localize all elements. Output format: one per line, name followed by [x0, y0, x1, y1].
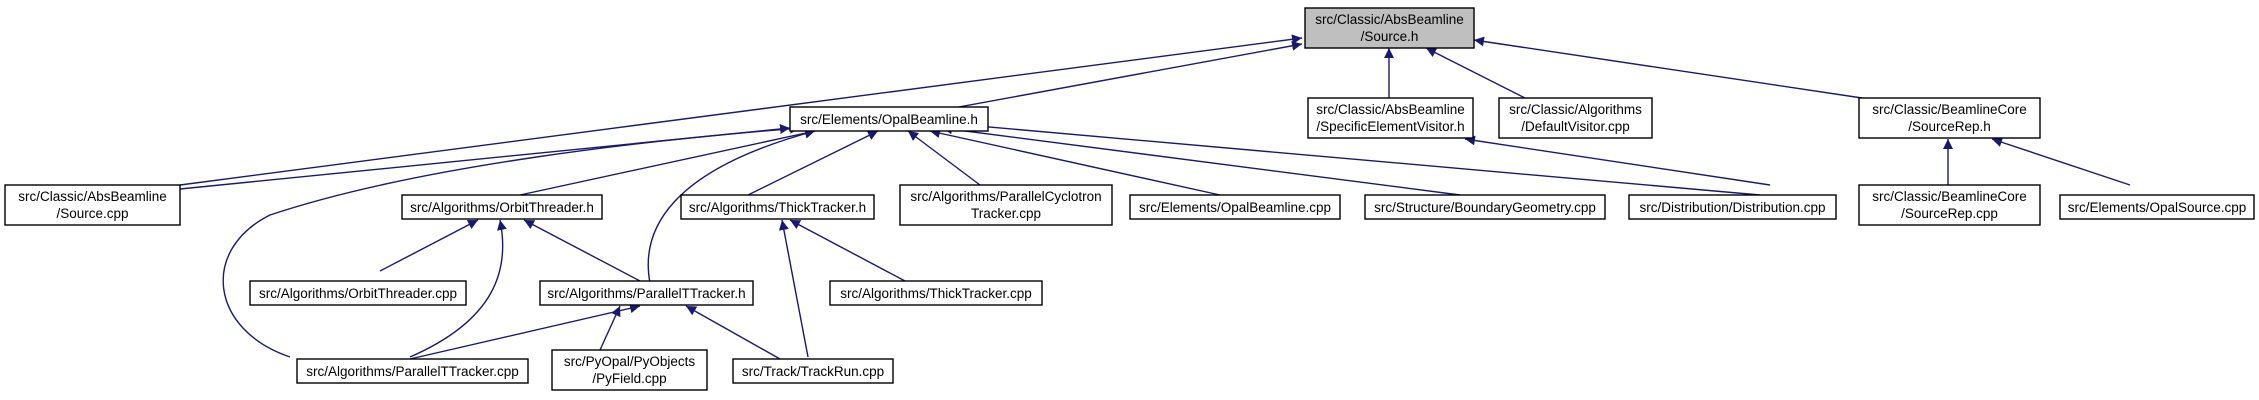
node-pyfield-cpp-line1: src/PyOpal/PyObjects: [564, 354, 696, 369]
node-sourcerep-h-line2: /SourceRep.h: [1908, 119, 1991, 134]
node-paralleltracker-h[interactable]: src/Algorithms/ParallelTTracker.h: [539, 280, 754, 306]
node-sourcerep-cpp[interactable]: src/Classic/BeamlineCore /SourceRep.cpp: [1858, 184, 2041, 226]
edge-distribution-to-opalbeamline-h: [954, 119, 1761, 196]
node-opalsource-cpp-label: src/Elements/OpalSource.cpp: [2068, 200, 2247, 215]
edge-paralleltracker-cpp-to-paralleltracker-h: [409, 303, 641, 360]
node-trackrun-cpp-label: src/Track/TrackRun.cpp: [742, 364, 884, 379]
node-sourcerep-h[interactable]: src/Classic/BeamlineCore /SourceRep.h: [1858, 97, 2041, 139]
node-source-h-line2: /Source.h: [1361, 29, 1419, 44]
node-distribution-cpp[interactable]: src/Distribution/Distribution.cpp: [1628, 194, 1837, 220]
node-source-cpp-line1: src/Classic/AbsBeamline: [18, 189, 167, 204]
node-parallelcyclotrontracker-cpp-line2: Tracker.cpp: [971, 206, 1041, 221]
node-thicktracker-cpp[interactable]: src/Algorithms/ThickTracker.cpp: [829, 280, 1043, 306]
node-paralleltracker-h-label: src/Algorithms/ParallelTTracker.h: [547, 286, 745, 301]
node-parallelcyclotrontracker-cpp[interactable]: src/Algorithms/ParallelCyclotron Tracker…: [899, 184, 1113, 226]
node-pyfield-cpp-line2: /PyField.cpp: [592, 371, 666, 386]
edge-paralleltracker-h-to-opalbeamline-h: [647, 128, 816, 284]
node-paralleltracker-cpp[interactable]: src/Algorithms/ParallelTTracker.cpp: [296, 358, 529, 384]
node-pyfield-cpp[interactable]: src/PyOpal/PyObjects /PyField.cpp: [551, 349, 708, 391]
node-opalbeamline-h[interactable]: src/Elements/OpalBeamline.h: [789, 106, 989, 132]
node-distribution-cpp-label: src/Distribution/Distribution.cpp: [1639, 200, 1825, 215]
node-source-h-line1: src/Classic/AbsBeamline: [1315, 12, 1464, 27]
edge-opalbeamline-cpp-to-opalbeamline-h: [929, 128, 1221, 196]
node-defaultvisitor-cpp-line1: src/Classic/Algorithms: [1509, 102, 1642, 117]
node-specificelementvisitor-h-line1: src/Classic/AbsBeamline: [1316, 102, 1465, 117]
node-opalbeamline-h-label: src/Elements/OpalBeamline.h: [800, 112, 978, 127]
node-parallelcyclotrontracker-cpp-line1: src/Algorithms/ParallelCyclotron: [910, 189, 1101, 204]
edge-orbitthreader-h-to-opalbeamline-h: [519, 128, 816, 196]
edge-trackrun-to-paralleltracker-h: [685, 305, 781, 360]
node-trackrun-cpp[interactable]: src/Track/TrackRun.cpp: [732, 358, 894, 384]
edge-source-cpp-to-source-h: [179, 34, 1303, 186]
node-thicktracker-h-label: src/Algorithms/ThickTracker.h: [689, 200, 866, 215]
node-orbitthreader-cpp-label: src/Algorithms/OrbitThreader.cpp: [259, 286, 457, 301]
edges: [179, 34, 2131, 360]
node-thicktracker-h[interactable]: src/Algorithms/ThickTracker.h: [680, 194, 875, 220]
node-source-cpp-line2: /Source.cpp: [56, 206, 128, 221]
edge-defaultvisitor-to-source-h: [1425, 47, 1526, 99]
node-sourcerep-cpp-line2: /SourceRep.cpp: [1901, 206, 1998, 221]
edge-orbitthreader-cpp-to-orbitthreader-h: [379, 219, 479, 272]
node-orbitthreader-h[interactable]: src/Algorithms/OrbitThreader.h: [401, 194, 603, 220]
edge-distribution-to-specificelementvisitor: [1464, 135, 1771, 186]
nodes: src/Classic/AbsBeamline /Source.h src/El…: [4, 7, 2255, 391]
node-orbitthreader-h-label: src/Algorithms/OrbitThreader.h: [410, 200, 594, 215]
edge-paralleltracker-cpp-to-opalbeamline-h: [222, 123, 801, 358]
edge-pyfield-to-paralleltracker-h: [599, 305, 621, 351]
node-sourcerep-h-line1: src/Classic/BeamlineCore: [1872, 102, 2027, 117]
edge-thicktracker-h-to-opalbeamline-h: [747, 130, 879, 196]
node-boundarygeometry-cpp-label: src/Structure/BoundaryGeometry.cpp: [1374, 200, 1596, 215]
node-opalbeamline-cpp[interactable]: src/Elements/OpalBeamline.cpp: [1129, 194, 1341, 220]
edge-trackrun-to-thicktracker-h: [778, 219, 809, 358]
node-specificelementvisitor-h[interactable]: src/Classic/AbsBeamline /SpecificElement…: [1307, 97, 1474, 139]
node-paralleltracker-cpp-label: src/Algorithms/ParallelTTracker.cpp: [306, 364, 519, 379]
node-boundarygeometry-cpp[interactable]: src/Structure/BoundaryGeometry.cpp: [1364, 194, 1606, 220]
node-defaultvisitor-cpp-line2: /DefaultVisitor.cpp: [1521, 119, 1630, 134]
edge-opalsource-to-sourcerep-h: [1991, 137, 2131, 186]
edge-thicktracker-cpp-to-thicktracker-h: [789, 219, 906, 282]
node-source-cpp[interactable]: src/Classic/AbsBeamline /Source.cpp: [4, 184, 181, 226]
edge-boundarygeometry-to-opalbeamline-h: [941, 124, 1461, 196]
node-sourcerep-cpp-line1: src/Classic/BeamlineCore: [1872, 189, 2027, 204]
node-thicktracker-cpp-label: src/Algorithms/ThickTracker.cpp: [840, 286, 1032, 301]
edge-parallelcyclotron-to-opalbeamline-h: [907, 130, 981, 186]
node-opalsource-cpp[interactable]: src/Elements/OpalSource.cpp: [2059, 194, 2255, 220]
node-opalbeamline-cpp-label: src/Elements/OpalBeamline.cpp: [1139, 200, 1331, 215]
node-source-h[interactable]: src/Classic/AbsBeamline /Source.h: [1304, 7, 1475, 49]
node-specificelementvisitor-h-line2: /SpecificElementVisitor.h: [1316, 119, 1464, 134]
edge-paralleltracker-cpp-to-orbitthreader-h: [409, 219, 507, 358]
node-orbitthreader-cpp[interactable]: src/Algorithms/OrbitThreader.cpp: [249, 280, 467, 306]
node-defaultvisitor-cpp[interactable]: src/Classic/Algorithms /DefaultVisitor.c…: [1498, 97, 1653, 139]
edge-paralleltracker-h-to-orbitthreader-h: [523, 219, 641, 282]
edge-sourcerep-h-to-source-h: [1473, 36, 1863, 99]
